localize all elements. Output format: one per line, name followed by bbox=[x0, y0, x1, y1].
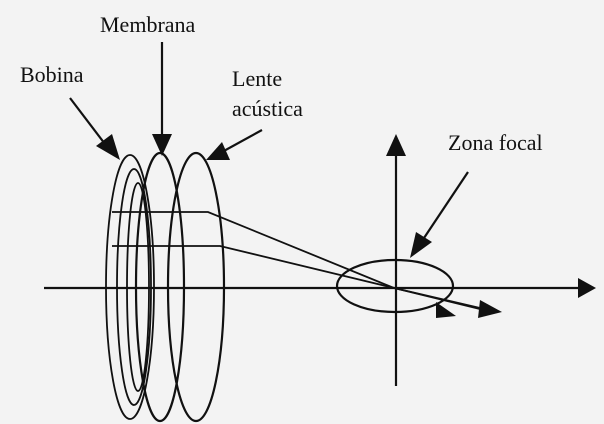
vertical-axis-arrowhead bbox=[386, 134, 406, 156]
zona-focal-pointer-arrowhead bbox=[410, 232, 432, 258]
coil-ring-middle bbox=[116, 168, 152, 406]
acoustic-lens-ellipse bbox=[166, 151, 226, 423]
lente-label-line2: acústica bbox=[232, 96, 303, 121]
focal-zone-ellipse bbox=[335, 258, 455, 314]
bobina-pointer-arrowhead bbox=[96, 134, 120, 160]
coil bbox=[105, 154, 155, 420]
beam-continuation-upper bbox=[393, 287, 481, 309]
bobina-pointer-shaft bbox=[69, 97, 109, 149]
lente-pointer-arrowhead bbox=[206, 142, 230, 160]
membrana-label: Membrana bbox=[100, 12, 196, 37]
zona-focal-label: Zona focal bbox=[448, 130, 543, 155]
beam-continuation-lower-arrowhead bbox=[436, 302, 456, 318]
beam-continuation-upper-arrowhead bbox=[478, 300, 502, 318]
beam-line-upper bbox=[112, 211, 395, 289]
horizontal-axis-arrowhead bbox=[578, 278, 596, 298]
membrana-pointer-arrowhead bbox=[152, 134, 172, 156]
beam-line-lower bbox=[112, 245, 395, 289]
zona-focal-pointer-shaft bbox=[423, 171, 469, 239]
lente-label-line1: Lente bbox=[232, 66, 282, 91]
coil-ring-outer bbox=[105, 154, 155, 420]
bobina-label: Bobina bbox=[20, 62, 84, 87]
membrane-ellipse bbox=[134, 151, 186, 423]
coil-ring-inner bbox=[126, 182, 150, 392]
lente-pointer-shaft bbox=[221, 129, 263, 153]
